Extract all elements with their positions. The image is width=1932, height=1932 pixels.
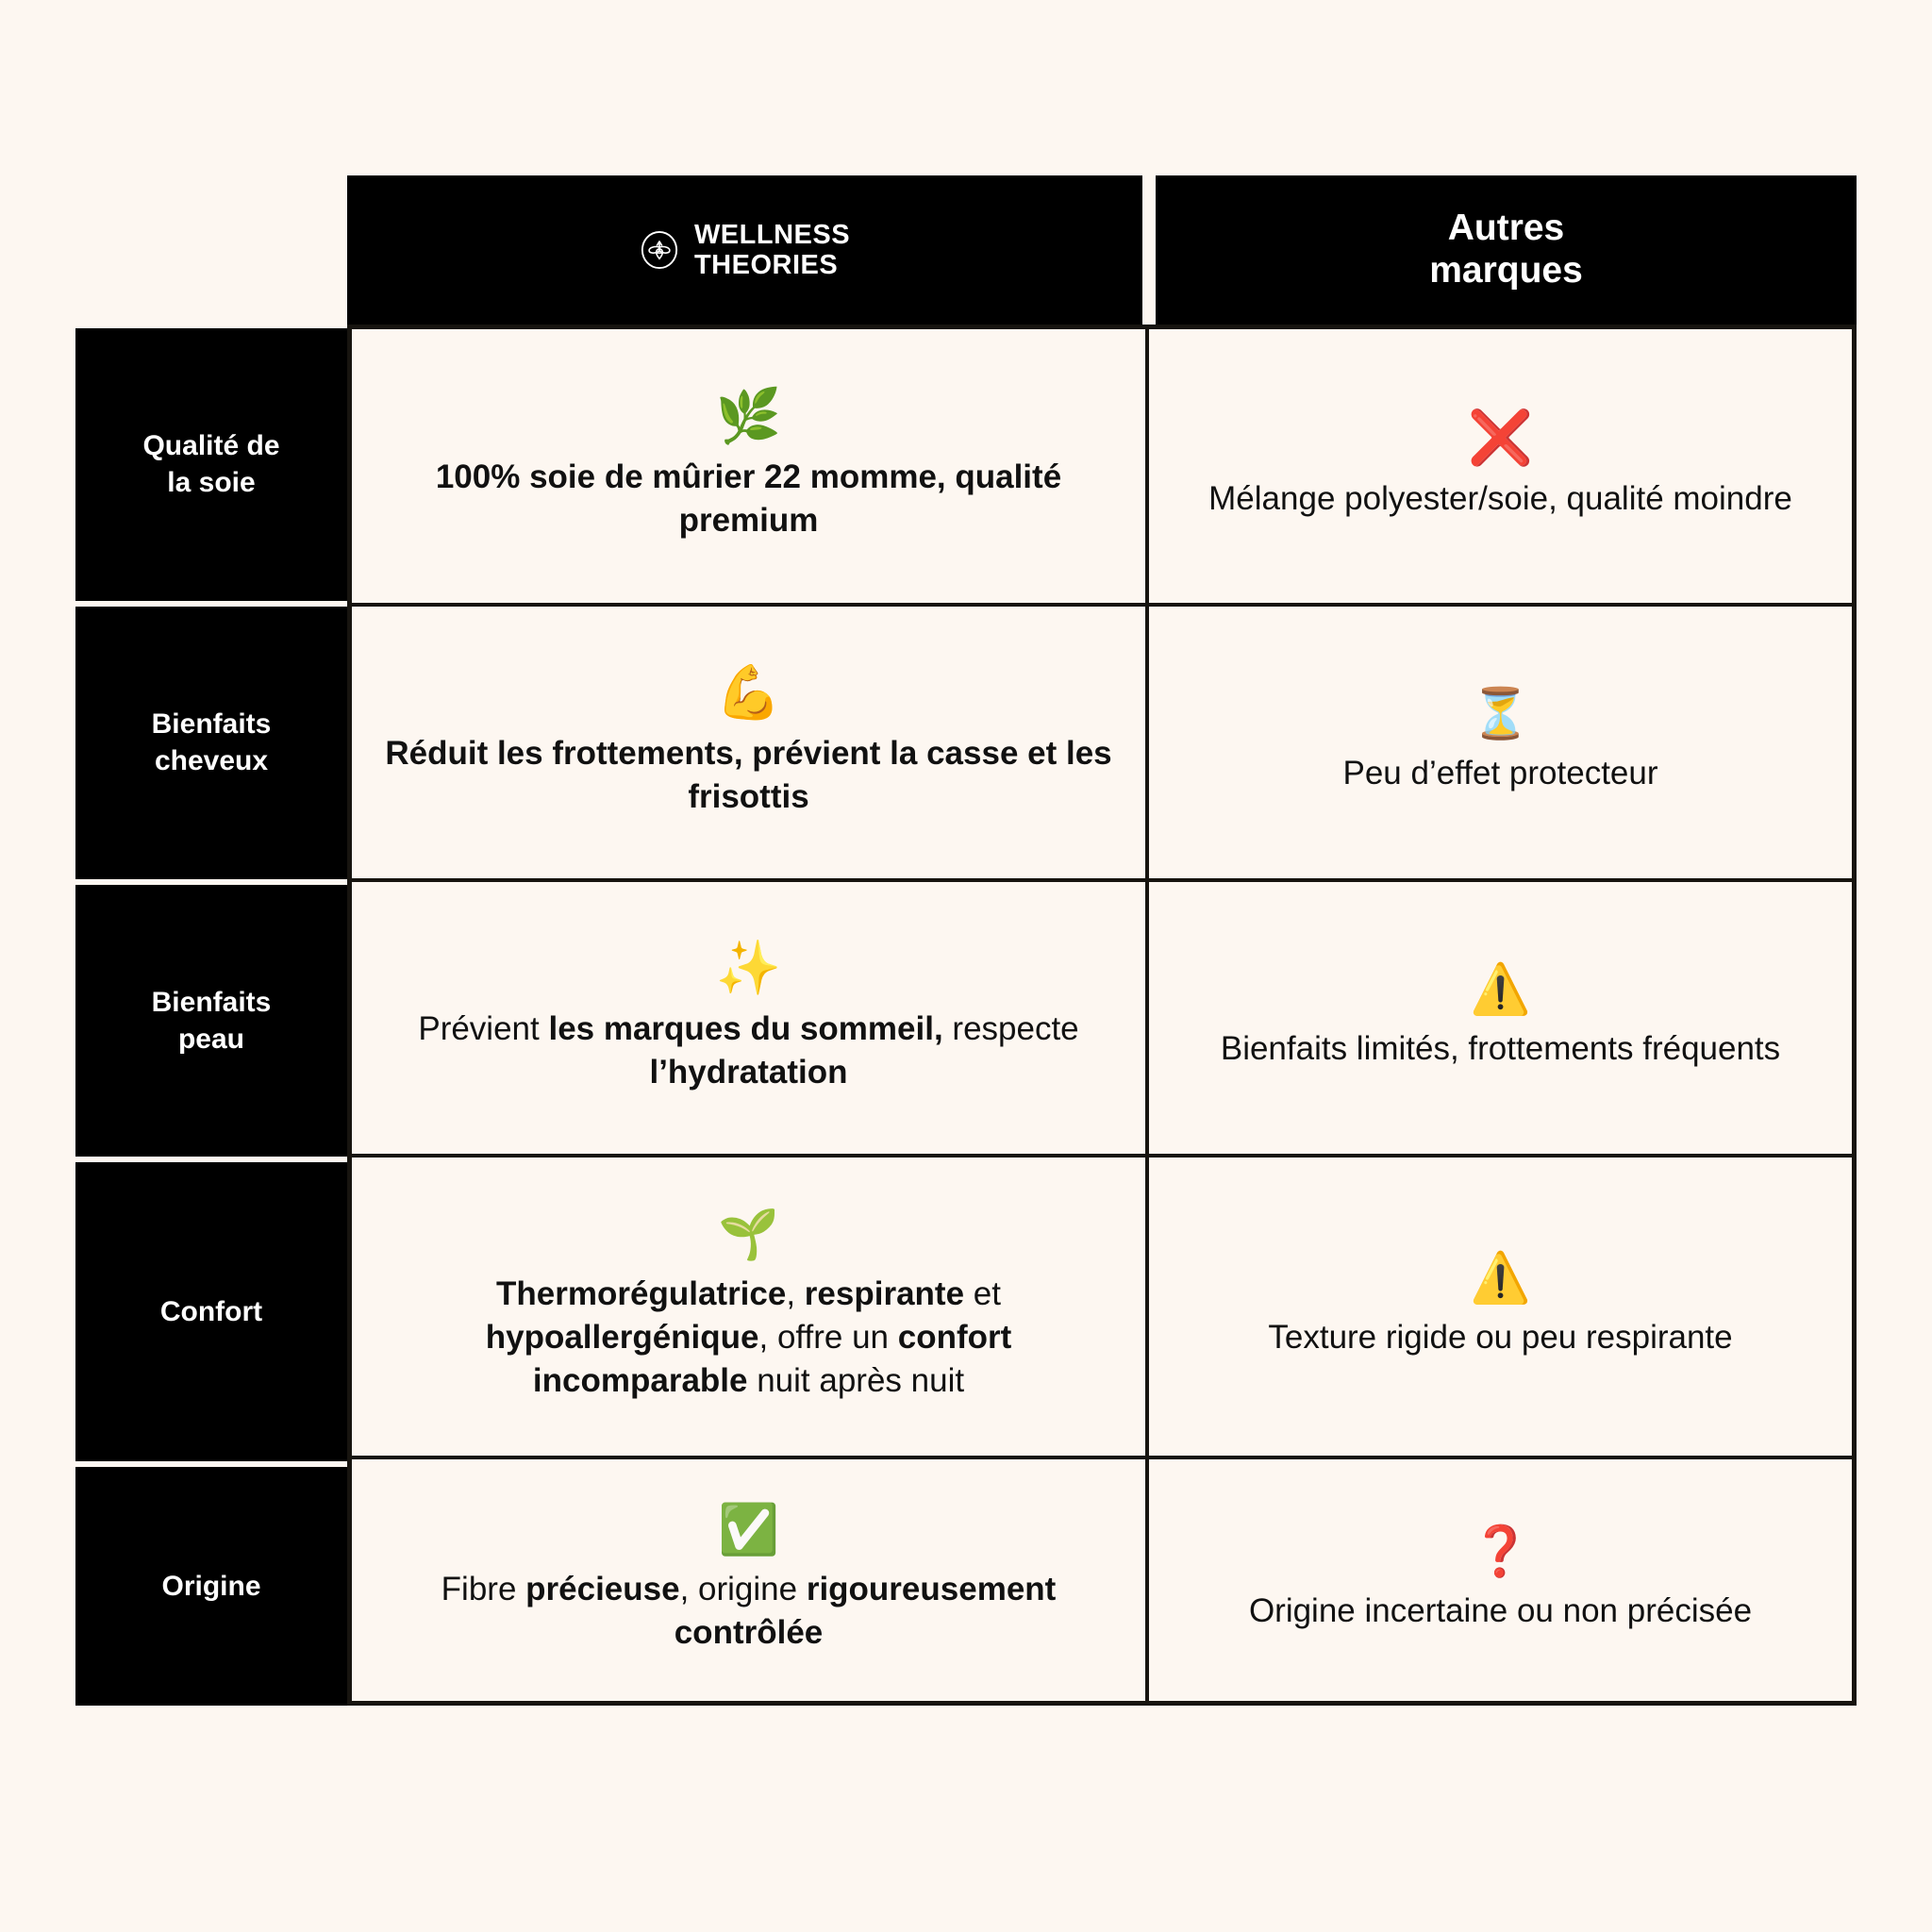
row-label-bienfaits-peau: Bienfaits peau (75, 884, 347, 1158)
row-label-text: Origine (161, 1571, 261, 1603)
cell-brand-confort: 🌱 Thermorégulatrice, respirante et hypoa… (352, 1157, 1149, 1456)
cell-other-qualite-de-la-soie: ❌ Mélange polyester/soie, qualité moindr… (1149, 329, 1852, 603)
check-mark-button-icon: ✅ (718, 1502, 779, 1557)
cell-text: Texture rigide ou peu respirante (1268, 1318, 1733, 1356)
comparison-table: WELLNESS THEORIES Autres marques Qualité… (75, 175, 1857, 1706)
cell-text: Origine incertaine ou non précisée (1248, 1591, 1753, 1629)
table-body: Qualité de la soie Bienfaits cheveux Bie… (75, 325, 1857, 1706)
row-label-origine: Origine (75, 1467, 347, 1706)
cell-brand-bienfaits-cheveux: 💪 Réduit les frottements, prévient la ca… (352, 606, 1149, 878)
header-cell-brand: WELLNESS THEORIES (347, 175, 1142, 325)
herb-icon: 🌿 (715, 385, 782, 445)
cell-other-bienfaits-peau: ⚠️ Bienfaits limités, frottements fréque… (1149, 882, 1852, 1154)
table-row: ✨ Prévient les marques du sommeil, respe… (352, 881, 1852, 1158)
cell-text: 100% soie de mûrier 22 momme, qualité pr… (435, 458, 1062, 539)
header-cell-other-brands: Autres marques (1156, 175, 1857, 325)
header-label-spacer (75, 175, 347, 325)
table-row: ✅ Fibre précieuse, origine rigoureusemen… (352, 1458, 1852, 1701)
cell-other-confort: ⚠️ Texture rigide ou peu respirante (1149, 1158, 1852, 1456)
row-label-qualite-de-la-soie: Qualité de la soie (75, 328, 347, 601)
cell-text: Mélange polyester/soie, qualité moindre (1208, 479, 1792, 517)
row-label-confort: Confort (75, 1162, 347, 1462)
table-row: 💪 Réduit les frottements, prévient la ca… (352, 606, 1852, 882)
table-row: 🌱 Thermorégulatrice, respirante et hypoa… (352, 1157, 1852, 1459)
question-mark-icon: ❓ (1470, 1524, 1531, 1579)
sparkles-icon: ✨ (715, 937, 782, 997)
bee-emblem-icon (640, 230, 679, 270)
hourglass-icon: ⏳ (1470, 686, 1531, 741)
table-row: 🌿 100% soie de mûrier 22 momme, qualité … (352, 329, 1852, 607)
brand-lockup: WELLNESS THEORIES (640, 220, 850, 281)
row-label-text: Bienfaits cheveux (151, 708, 272, 777)
cell-other-bienfaits-cheveux: ⏳ Peu d’effet protecteur (1149, 607, 1852, 878)
cell-text: Prévient les marques du sommeil, respect… (418, 1009, 1079, 1091)
warning-icon: ⚠️ (1470, 1250, 1531, 1306)
row-label-text: Qualité de la soie (142, 430, 280, 499)
cross-mark-icon: ❌ (1467, 407, 1534, 467)
row-label-text: Bienfaits peau (151, 986, 272, 1055)
row-label-bienfaits-cheveux: Bienfaits cheveux (75, 606, 347, 879)
other-brands-label: Autres marques (1429, 208, 1583, 291)
seedling-icon: 🌱 (718, 1207, 779, 1262)
row-label-column: Qualité de la soie Bienfaits cheveux Bie… (75, 325, 347, 1706)
cell-brand-qualite-de-la-soie: 🌿 100% soie de mûrier 22 momme, qualité … (352, 329, 1149, 603)
cell-text: Bienfaits limités, frottements fréquents (1220, 1029, 1781, 1067)
cell-brand-bienfaits-peau: ✨ Prévient les marques du sommeil, respe… (352, 881, 1149, 1154)
warning-icon: ⚠️ (1470, 961, 1531, 1017)
table-header-row: WELLNESS THEORIES Autres marques (75, 175, 1857, 325)
comparison-columns: 🌿 100% soie de mûrier 22 momme, qualité … (347, 325, 1857, 1706)
cell-text: Thermorégulatrice, respirante et hypoall… (485, 1274, 1012, 1399)
brand-name-label: WELLNESS THEORIES (693, 219, 851, 280)
cell-brand-origine: ✅ Fibre précieuse, origine rigoureusemen… (352, 1458, 1149, 1701)
cell-text: Fibre précieuse, origine rigoureusement … (441, 1570, 1057, 1651)
cell-text: Peu d’effet protecteur (1342, 754, 1658, 791)
row-label-text: Confort (159, 1296, 263, 1328)
cell-text: Réduit les frottements, prévient la cass… (385, 734, 1112, 815)
flexed-biceps-icon: 💪 (715, 661, 782, 722)
cell-other-origine: ❓ Origine incertaine ou non précisée (1149, 1459, 1852, 1701)
